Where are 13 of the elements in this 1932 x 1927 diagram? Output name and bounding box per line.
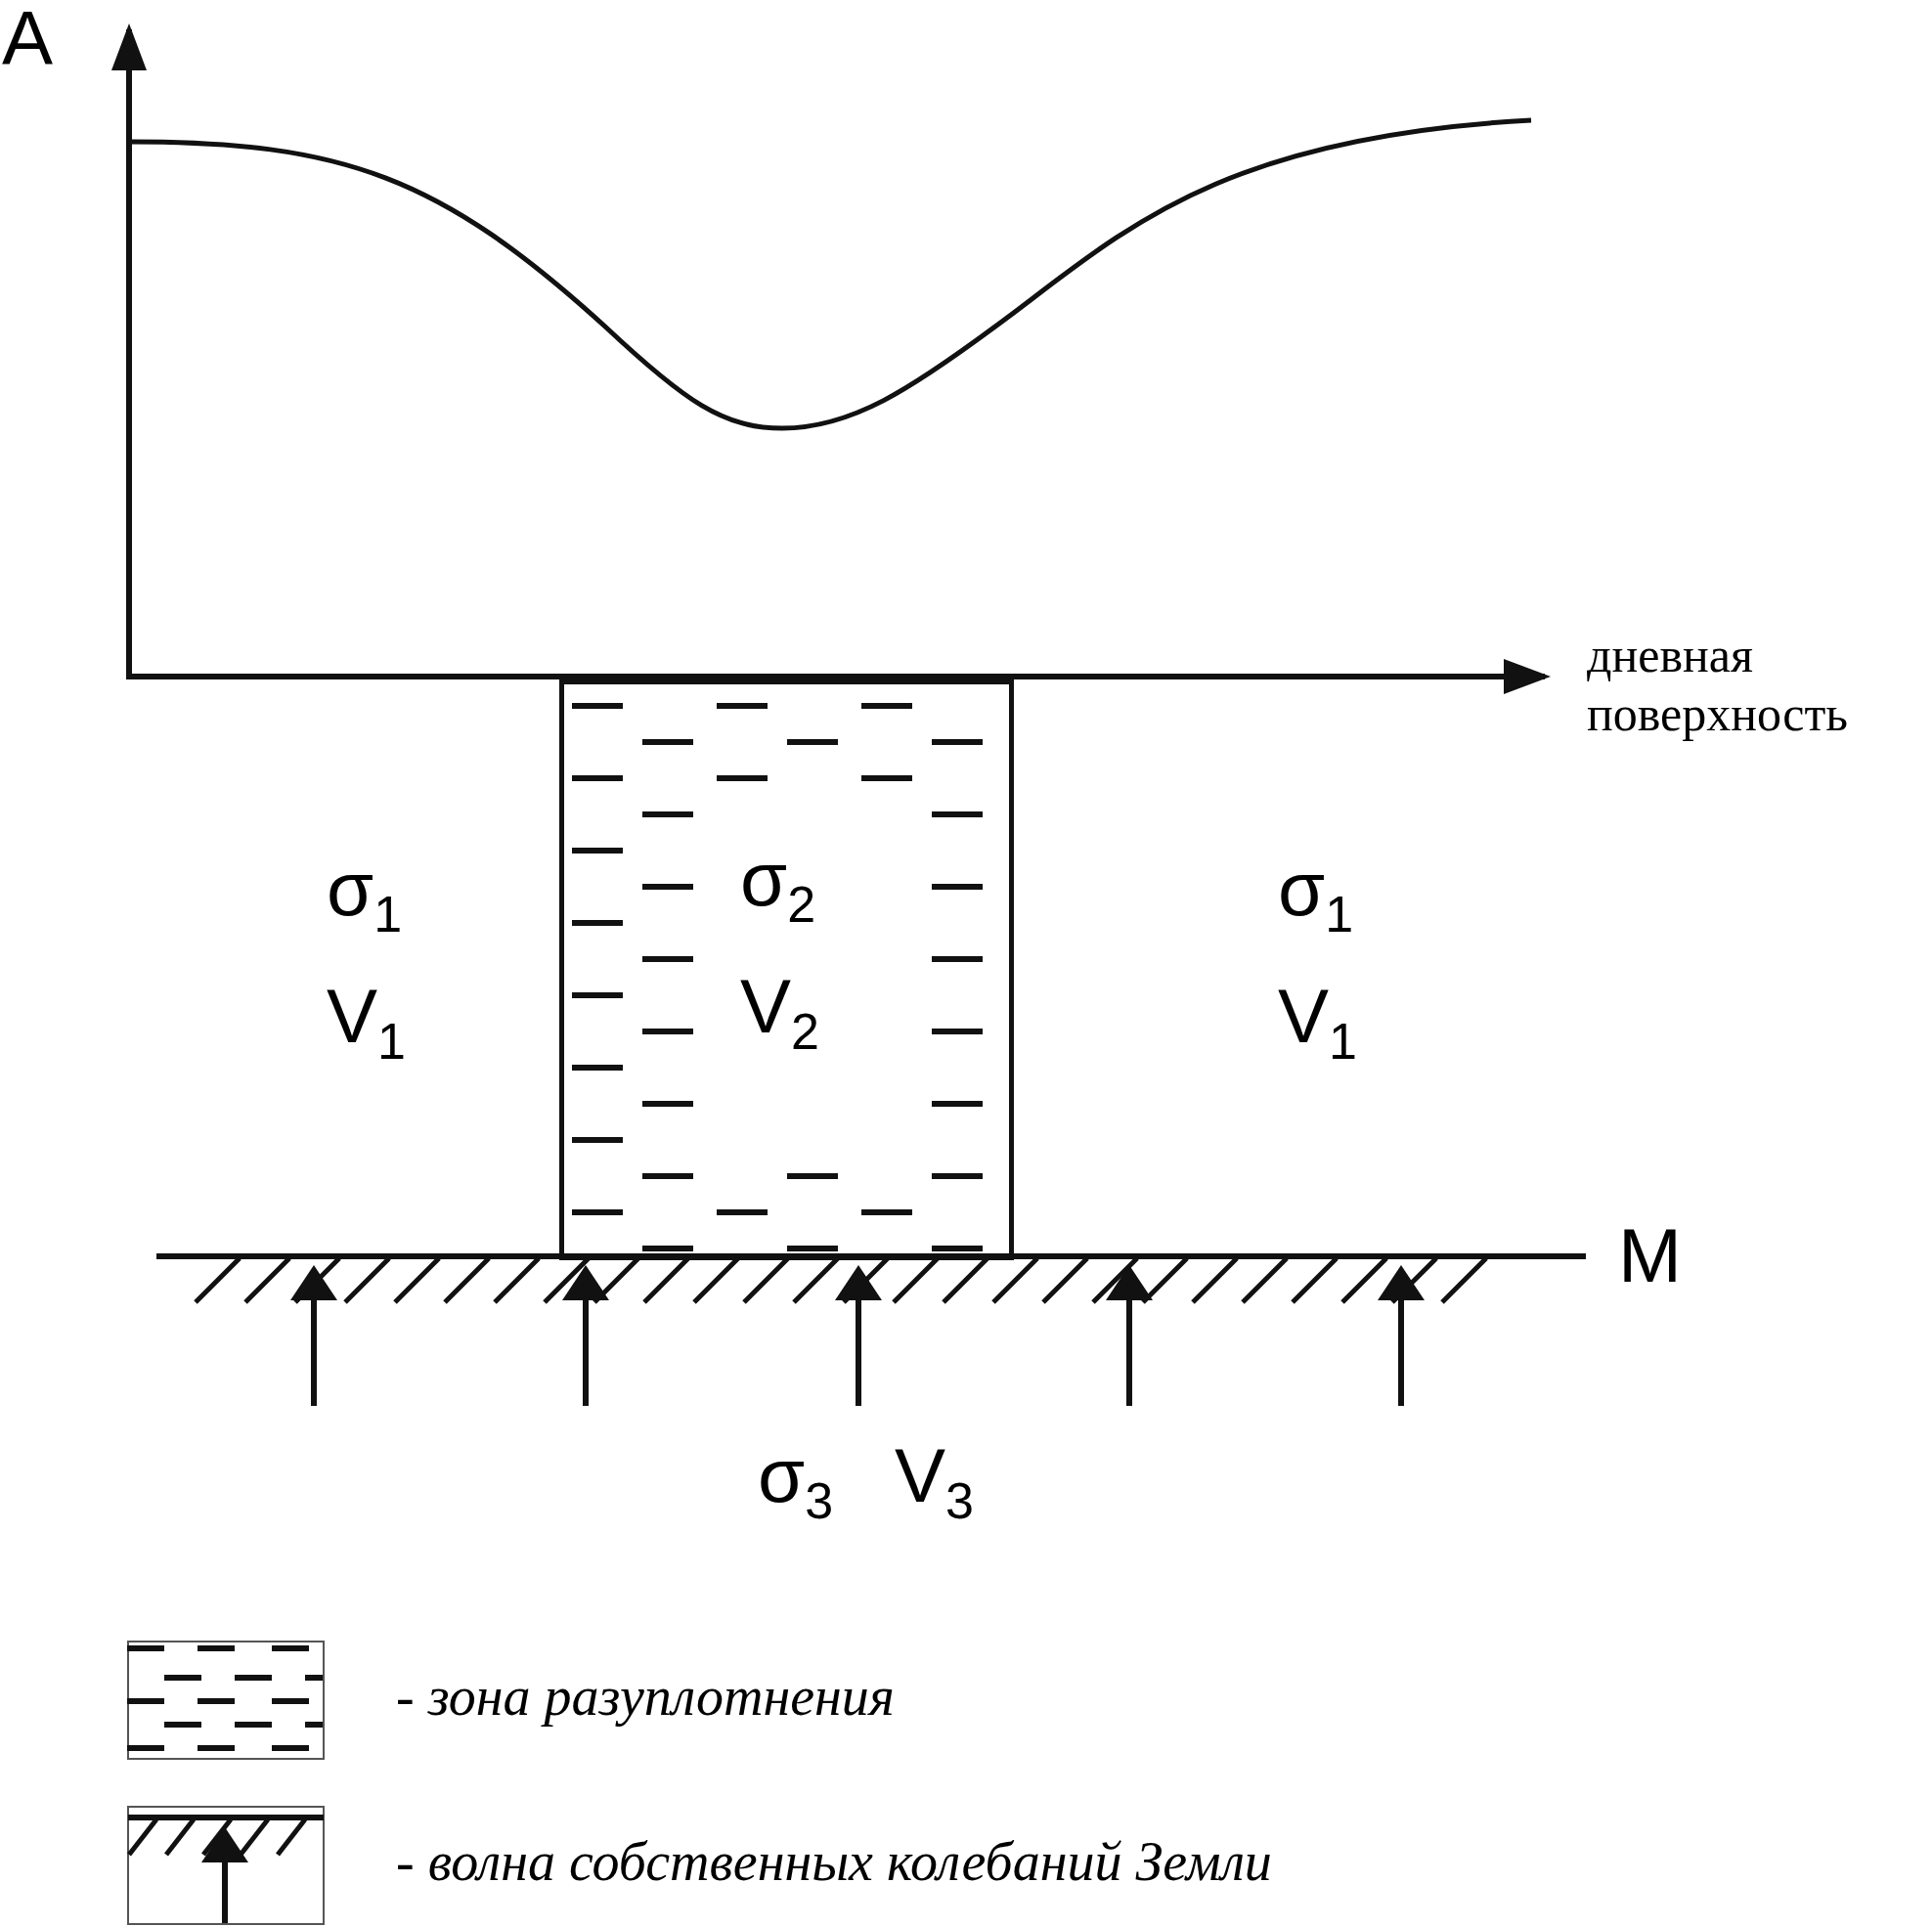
legend-text: - зона разуплотнения <box>396 1665 895 1728</box>
boundary-label: M <box>1618 1217 1682 1293</box>
region-label: V$_{2}$ <box>740 968 819 1057</box>
region-label: σ$_{1}$ <box>327 851 403 940</box>
region-label: V$_{1}$ <box>327 978 406 1067</box>
axis-label: дневная поверхность <box>1587 627 1850 743</box>
region-label: σ$_{1}$ <box>1278 851 1354 940</box>
region-label: V$_{3}$ <box>895 1437 974 1526</box>
axis-label: A <box>2 0 54 76</box>
region-label: V$_{1}$ <box>1278 978 1357 1067</box>
region-label: σ$_{3}$ <box>758 1437 834 1526</box>
region-label: σ$_{2}$ <box>740 841 816 930</box>
legend-text: - волна собственных колебаний Земли <box>396 1830 1272 1893</box>
